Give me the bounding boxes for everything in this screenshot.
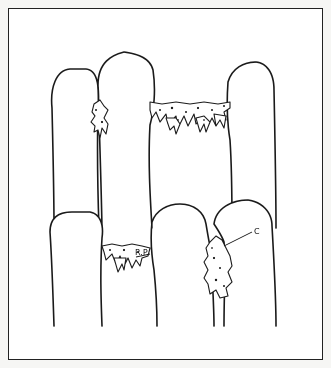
top-calculus-hang-3	[214, 114, 226, 128]
bottom-tooth-2	[151, 204, 214, 326]
rp-label: R.P.	[135, 248, 149, 257]
top-calculus-left	[91, 100, 108, 138]
bottom-calculus-left-hang	[114, 258, 126, 272]
bottom-row: R.P. C	[50, 200, 276, 326]
top-tooth-2	[98, 52, 154, 228]
bottom-tooth-1	[50, 212, 103, 326]
top-tooth-1	[52, 69, 99, 228]
c-label: C	[254, 227, 260, 236]
